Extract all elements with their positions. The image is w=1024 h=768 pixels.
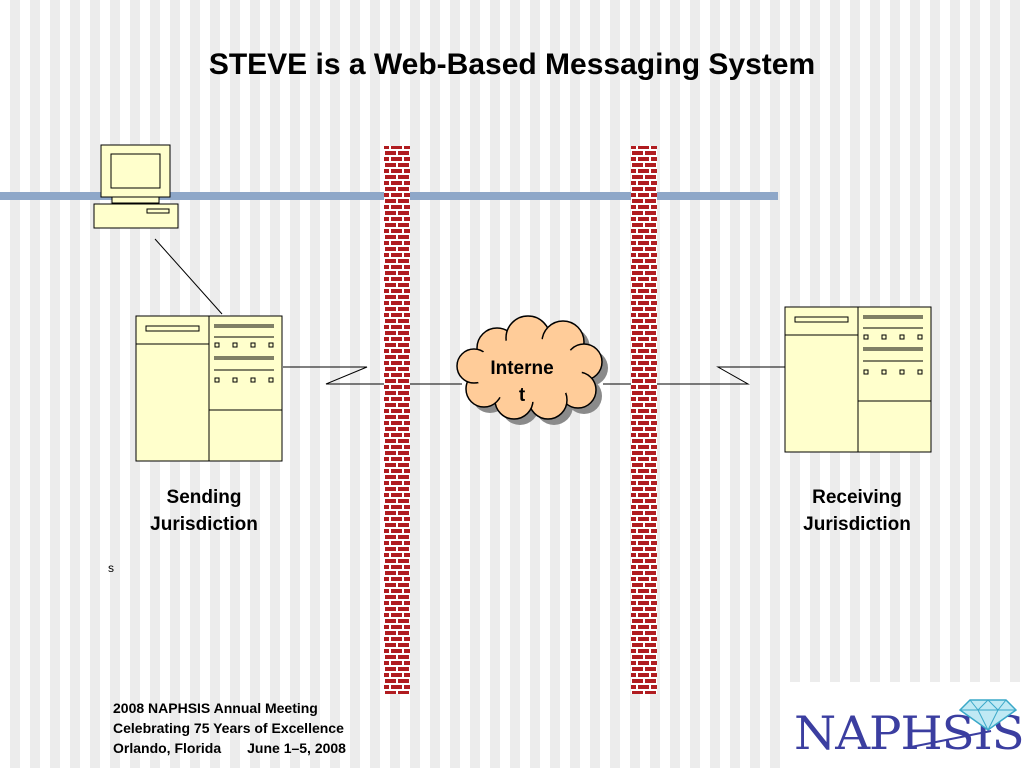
firewall-right <box>631 146 657 694</box>
footer: 2008 NAPHSIS Annual Meeting Celebrating … <box>113 698 346 758</box>
slide-title: STEVE is a Web-Based Messaging System <box>208 48 816 81</box>
footer-line1: 2008 NAPHSIS Annual Meeting <box>113 700 318 716</box>
sending-jurisdiction-label: Sending Jurisdiction <box>104 484 304 538</box>
sending-label-line1: Sending <box>166 487 242 508</box>
stray-text: s <box>108 561 114 575</box>
diamond-icon <box>905 699 1018 749</box>
receiving-jurisdiction-label: Receiving Jurisdiction <box>757 484 957 538</box>
sending-label-line2: Jurisdiction <box>150 514 258 535</box>
cloud-label-line1: Interne <box>490 358 553 379</box>
receiving-server-icon <box>784 306 932 453</box>
computer-icon <box>93 144 179 229</box>
sending-server-icon <box>135 315 283 462</box>
cloud-label-line2: t <box>519 385 526 406</box>
receiving-label-line1: Receiving <box>812 487 902 508</box>
footer-dates: June 1–5, 2008 <box>247 740 346 756</box>
footer-line2: Celebrating 75 Years of Excellence <box>113 720 344 736</box>
naphsis-logo: NAPHSIS <box>786 682 1024 768</box>
firewall-left <box>384 146 410 694</box>
footer-line3: Orlando, Florida June 1–5, 2008 <box>113 738 346 758</box>
receiving-label-line2: Jurisdiction <box>803 514 911 535</box>
internet-cloud-icon: Interne t <box>456 315 608 425</box>
footer-location: Orlando, Florida <box>113 740 222 756</box>
